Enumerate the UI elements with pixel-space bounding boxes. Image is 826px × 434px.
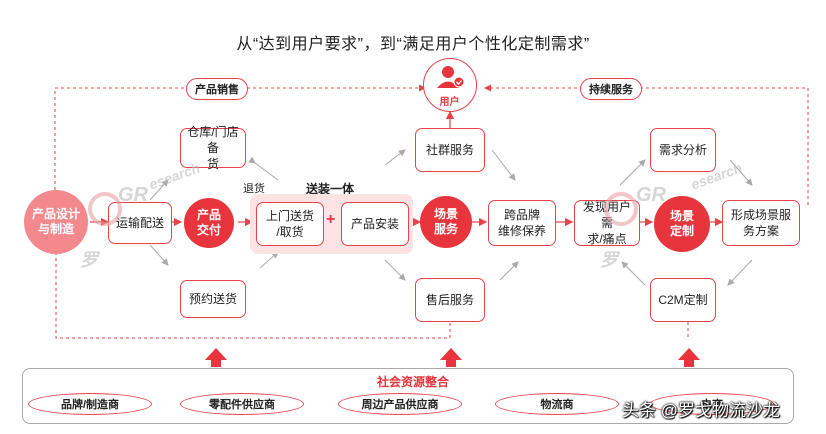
up-arrow-right-stem [684, 360, 694, 367]
install-integration-label: 送装一体 [306, 182, 355, 196]
design-manufacture-node: 产品设计 与制造 [24, 190, 88, 254]
up-arrow-left-stem [211, 360, 221, 367]
community-node: 社群服务 [415, 128, 485, 172]
warehouse-label: 仓库/门店备 货 [187, 125, 239, 171]
c2m-node: C2M定制 [650, 278, 716, 322]
resource-item: 物流商 [495, 393, 619, 415]
cross-brand-node: 跨品牌 维修保养 [488, 200, 556, 246]
scene-solution-node: 形成场景服 务方案 [722, 200, 800, 246]
return-goods-label: 退货 [243, 183, 265, 195]
transport-node: 运输配送 [108, 202, 172, 244]
scene-solution-label: 形成场景服 务方案 [730, 208, 791, 238]
watermark-brand: GR [636, 184, 666, 206]
up-arrow-left [205, 348, 227, 360]
scene-service-label: 场景 服务 [433, 207, 458, 236]
up-arrow-middle-stem [446, 360, 456, 367]
watermark-brand: GR [118, 184, 148, 206]
install-node: 产品安装 [341, 202, 409, 246]
product-sales-label: 产品销售 [186, 78, 248, 100]
resource-item: 电商 [650, 393, 774, 415]
cross-brand-label: 跨品牌 维修保养 [497, 208, 546, 238]
watermark-cn: 罗 [80, 250, 98, 270]
scene-custom-label: 场景 定制 [669, 209, 694, 238]
resource-item: 周边产品供应商 [338, 393, 462, 415]
watermark-cn: 罗 [600, 250, 618, 270]
door-delivery-node: 上门送货 /取货 [256, 202, 324, 246]
watermark-logo-icon [88, 192, 122, 226]
user-node: 用户 [423, 58, 477, 112]
user-label: 用户 [439, 97, 460, 108]
plus-sign: + [326, 211, 336, 228]
diagram-title: 从“达到用户要求”，到“满足用户个性化定制需求” [236, 36, 590, 53]
up-arrow-middle [440, 348, 462, 360]
watermark-logo-icon [604, 192, 638, 226]
continuous-service-label: 持续服务 [580, 78, 642, 100]
design-manufacture-label: 产品设计 与制造 [31, 207, 80, 236]
needs-analysis-node: 需求分析 [650, 128, 716, 172]
product-delivery-node: 产品 交付 [184, 198, 234, 248]
social-resources-title: 社会资源整合 [376, 375, 449, 389]
scheduled-delivery-node: 预约送货 [180, 280, 246, 318]
resource-item: 品牌/制造商 [28, 393, 152, 415]
scene-custom-node: 场景 定制 [654, 196, 710, 252]
resource-item: 零配件供应商 [180, 393, 304, 415]
after-sales-node: 售后服务 [415, 278, 485, 322]
up-arrow-right [678, 348, 700, 360]
user-icon [437, 66, 465, 88]
product-delivery-label: 产品 交付 [196, 208, 221, 237]
warehouse-node: 仓库/门店备 货 [180, 125, 246, 171]
scene-service-node: 场景 服务 [420, 196, 472, 248]
watermark-credit: 头条 @罗戈物流沙龙 [622, 401, 780, 420]
door-delivery-label: 上门送货 /取货 [265, 209, 314, 239]
